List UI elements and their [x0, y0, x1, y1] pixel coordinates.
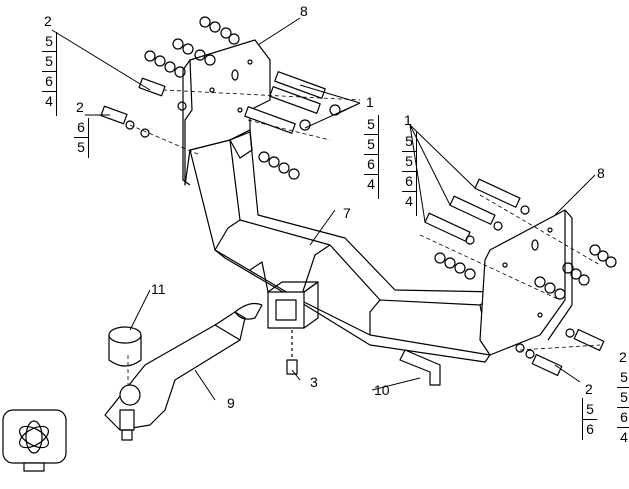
callout-2-mid: 2 [76, 99, 84, 115]
callout-2-right: 2 [619, 349, 627, 365]
callout-11: 11 [151, 281, 166, 297]
callout-2-top: 2 [44, 13, 52, 29]
stack-item: 5 [617, 368, 629, 388]
stack-mid-left: 6 5 [74, 118, 88, 157]
stack-item: 5 [42, 52, 56, 72]
stack-item: 6 [402, 172, 416, 192]
ball-mount [104, 311, 246, 441]
stack-item: 5 [402, 132, 416, 152]
stack-divider [56, 32, 57, 116]
callout-9: 9 [227, 395, 235, 411]
hitch-pin [399, 349, 441, 386]
stack-item: 5 [77, 139, 85, 155]
stack-right-lower-b: 5 6 [583, 400, 597, 439]
stack-item: 5 [42, 32, 56, 52]
receiver-box [249, 261, 319, 329]
stack-item: 4 [45, 93, 53, 109]
stack-item: 5 [402, 152, 416, 172]
stack-item: 6 [42, 72, 56, 92]
stack-item: 6 [617, 408, 629, 428]
stack-item: 6 [364, 155, 378, 175]
callout-1-right: 1 [404, 112, 412, 128]
callout-8-right: 8 [597, 165, 605, 181]
brand-logo [2, 409, 67, 472]
nuts-washers-top [144, 16, 300, 180]
stack-item: 6 [586, 421, 594, 437]
stack-item: 6 [74, 118, 88, 138]
stack-item: 4 [620, 429, 628, 445]
stack-divider [582, 398, 583, 440]
right-bracket-plate [479, 209, 573, 356]
stack-item: 4 [405, 193, 413, 209]
leader-lines [51, 17, 596, 401]
left-bracket-plate [182, 39, 271, 186]
stack-divider [378, 115, 379, 199]
stack-item: 5 [364, 115, 378, 135]
stack-item: 5 [583, 400, 597, 420]
stack-item: 4 [367, 176, 375, 192]
callout-8-left: 8 [300, 3, 308, 19]
bolts-upper-right [424, 178, 530, 245]
stack-divider [88, 118, 89, 158]
safety-clip [234, 302, 263, 320]
callout-1-upper: 1 [366, 94, 374, 110]
ball-cover [108, 326, 142, 367]
nuts-washers-right [434, 244, 617, 377]
stack-item: 5 [364, 135, 378, 155]
bolt-lower [286, 330, 298, 375]
callout-3: 3 [310, 374, 318, 390]
callout-2-bottom: 2 [585, 381, 593, 397]
bolts-upper-left [100, 71, 341, 138]
stack-item: 5 [617, 388, 629, 408]
stack-right-lower-a: 5 5 6 4 [617, 368, 629, 447]
callout-7: 7 [343, 205, 351, 221]
callout-10: 10 [374, 382, 390, 398]
stack-top-left: 5 5 6 4 [42, 32, 56, 111]
assembly-lines [127, 89, 601, 385]
stack-left-upper: 5 5 6 4 [402, 132, 416, 211]
stack-right-upper: 5 5 6 4 [364, 115, 378, 194]
stack-divider [416, 132, 417, 216]
